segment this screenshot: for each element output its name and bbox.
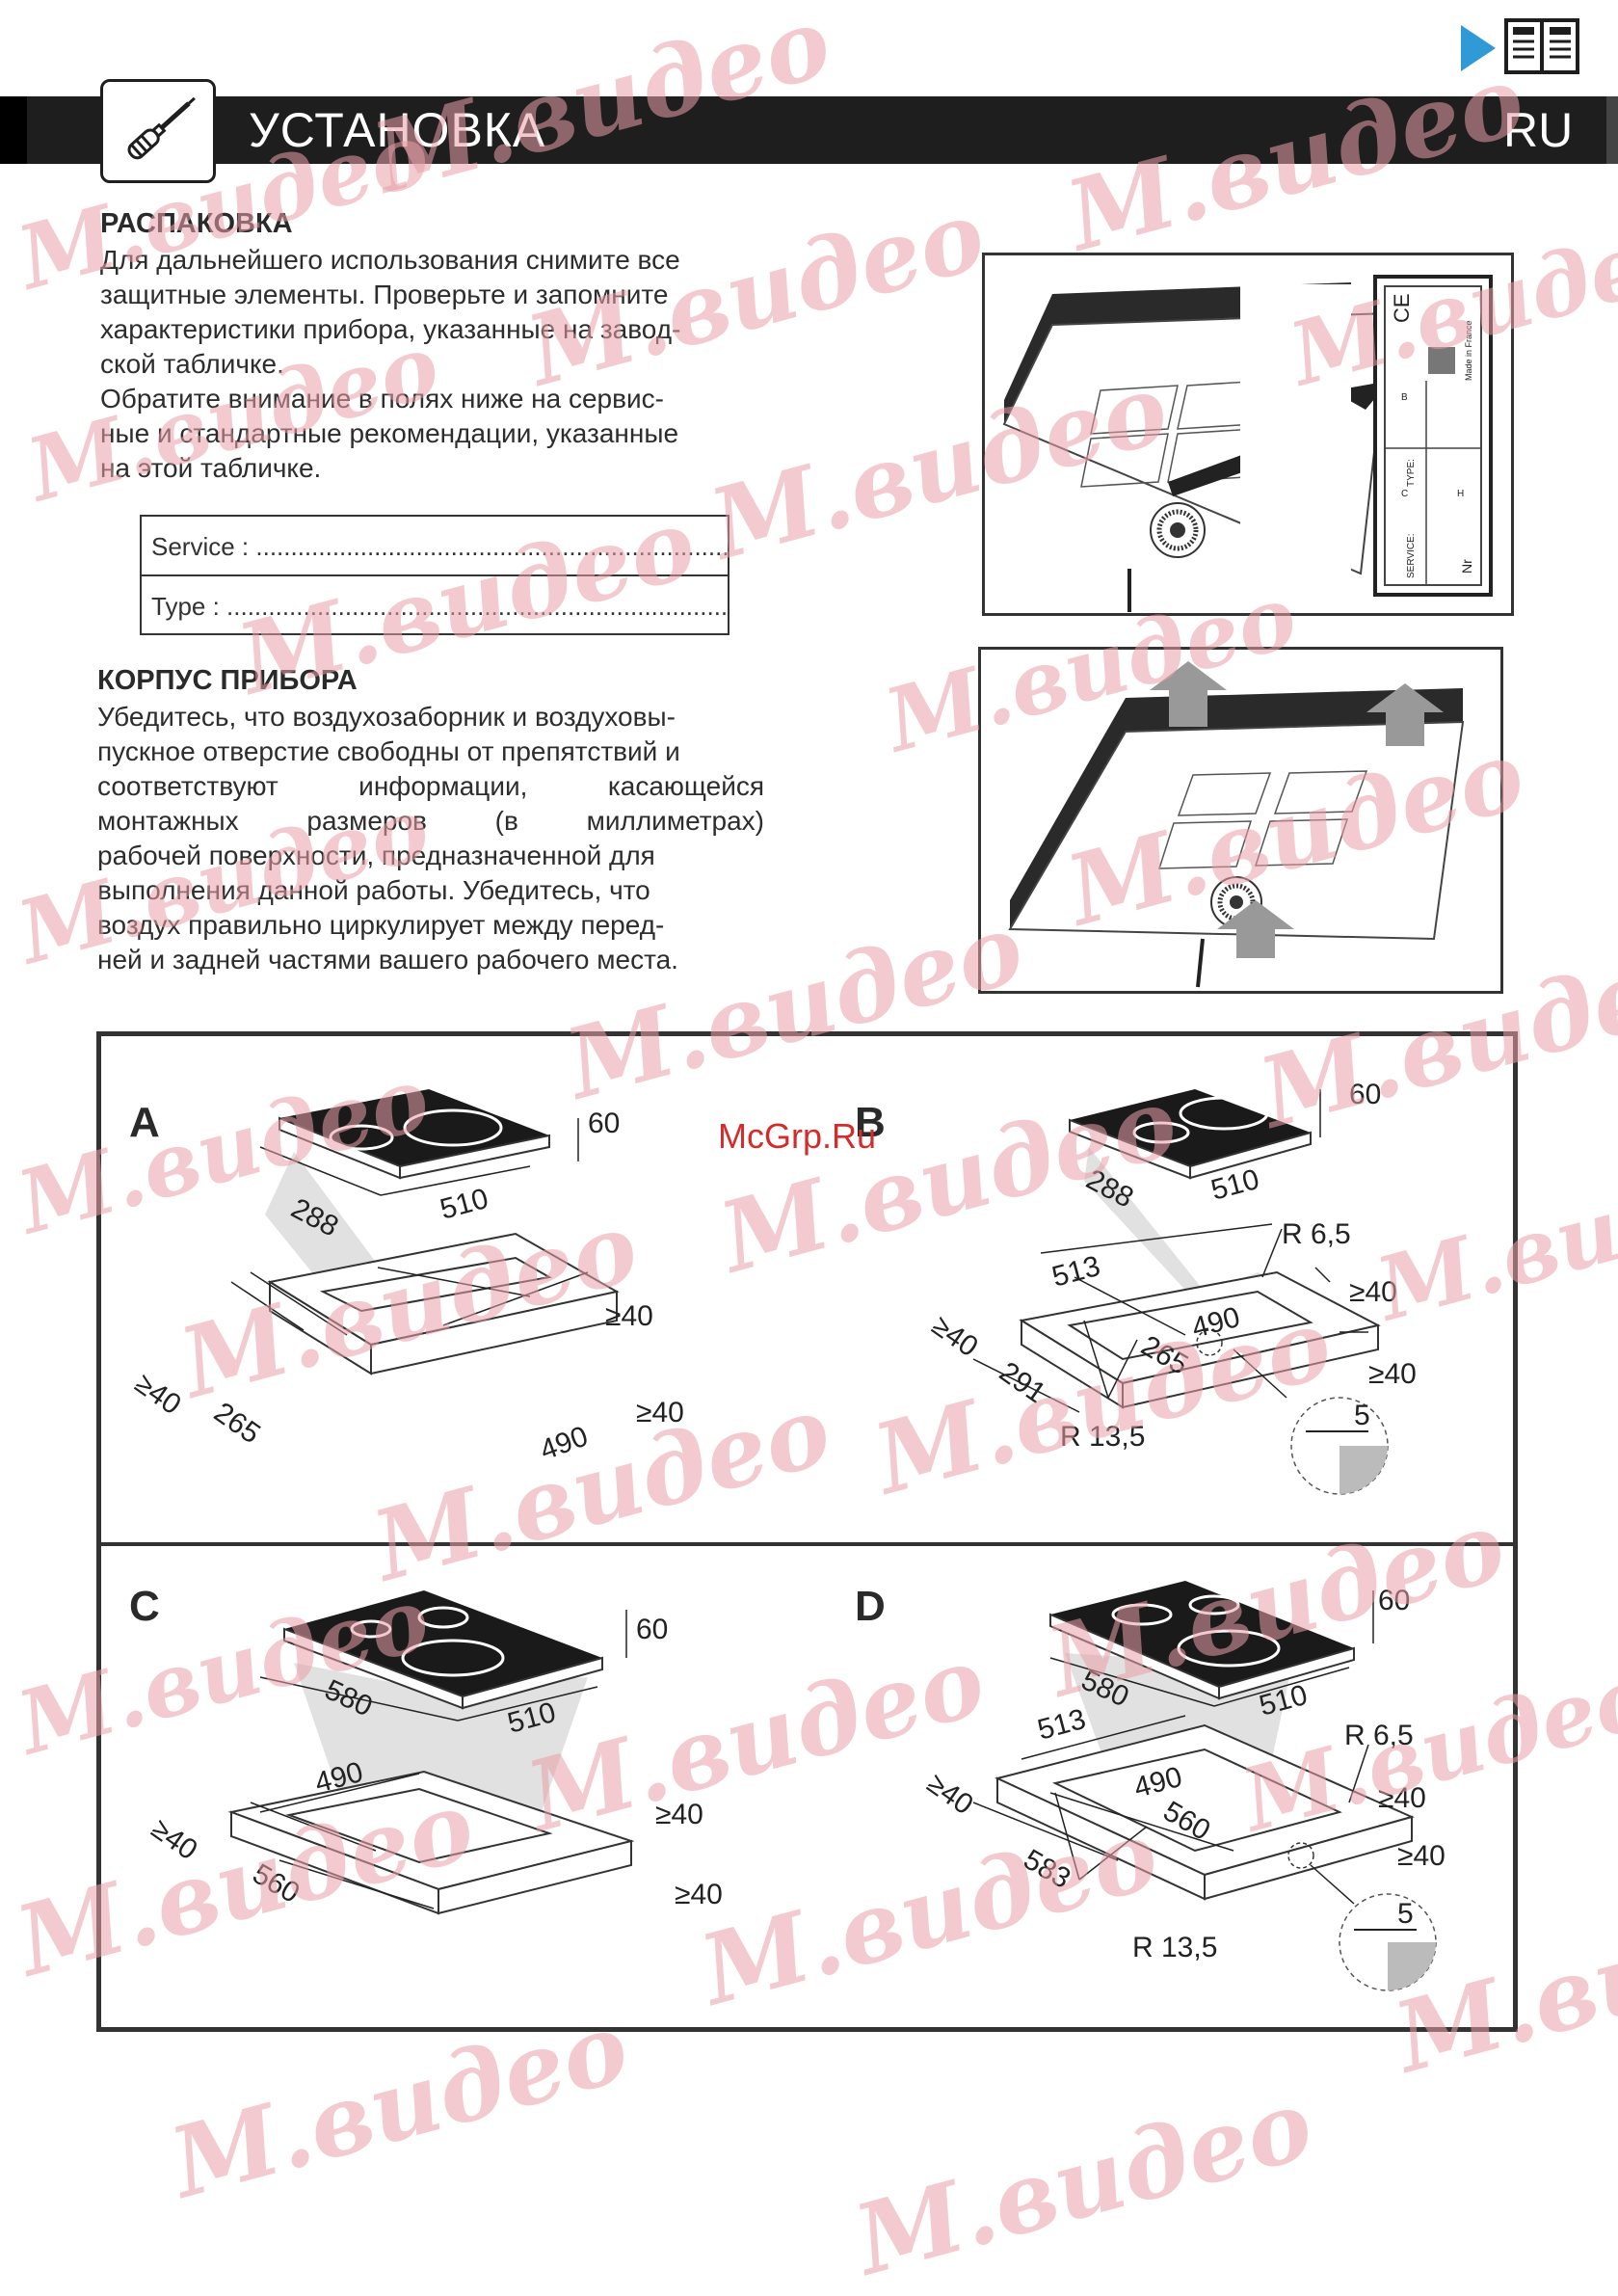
h-label: H [1457, 489, 1464, 499]
dim-40-right-bottom: ≥40 [1397, 1840, 1446, 1872]
dim-40-right-top: ≥40 [655, 1799, 703, 1830]
svg-text:М.видео: М.видео [3, 1768, 486, 1999]
page-title: УСТАНОВКА [249, 103, 546, 157]
installation-dimensions-frame [96, 1031, 1518, 2032]
housing-line: монтажных размеров (в миллиметрах) [97, 806, 764, 836]
manual-book-icon[interactable] [1503, 17, 1580, 75]
svg-text:М.видео: М.видео [872, 565, 1307, 773]
panel-a-diagram: 60 288 510 ≥40 ≥40 ≥40 265 490 [129, 1089, 684, 1467]
svg-text:М.видео: М.видео [697, 351, 1180, 582]
svg-text:М.видео: М.видео [687, 1797, 1170, 2028]
dim-40-right-bottom: ≥40 [1368, 1358, 1417, 1390]
screwdriver-icon [100, 79, 216, 183]
service-label: SERVICE: [1406, 534, 1417, 579]
panel-c-letter: C [129, 1583, 160, 1630]
dim-r6-5: R 6,5 [1282, 1218, 1351, 1250]
unpacking-line: Обратите внимание в полях ниже на сервис… [100, 384, 664, 414]
made-in-label: Made in France [1464, 320, 1473, 381]
svg-text:М.видео: М.видео [225, 486, 707, 717]
panel-d-diagram: 60 580 510 513 R 6,5 490 560 ≥40 ≥40 ≥40… [921, 1581, 1446, 1991]
dim-60: 60 [636, 1614, 668, 1645]
housing-title: КОРПУС ПРИБОРА [97, 665, 358, 696]
svg-text:М.видео: М.видео [514, 1623, 996, 1855]
service-field[interactable]: Service : ..............................… [142, 517, 728, 576]
site-mark: McGrp.Ru [718, 1116, 877, 1156]
header-bar [0, 96, 1618, 164]
dim-5: 5 [1397, 1898, 1414, 1930]
panel-b-letter: B [855, 1099, 886, 1146]
dim-60: 60 [1378, 1585, 1410, 1616]
svg-text:М.видео: М.видео [1053, 717, 1536, 948]
svg-text:М.видео: М.видео [1034, 1488, 1517, 1720]
housing-line: ней и задней частями вашего рабочего мес… [97, 945, 678, 974]
play-arrow-icon[interactable] [1457, 21, 1499, 75]
housing-line: воздух правильно циркулирует между перед… [97, 910, 665, 940]
svg-text:М.видео: М.видео [157, 1989, 640, 2221]
ce-mark: CE [1390, 293, 1414, 323]
svg-text:М.видео: М.видео [1246, 920, 1618, 1151]
panel-b-diagram: 60 288 510 513 R 6,5 ≥40 ≥40 490 265 ≥40… [926, 1079, 1417, 1495]
housing-line: Убедитесь, что воздухозаборник и воздухо… [97, 702, 676, 732]
svg-text:М.видео: М.видео [1277, 199, 1618, 407]
svg-text:М.видео: М.видео [5, 1567, 439, 1775]
svg-text:М.видео: М.видео [1053, 42, 1536, 274]
panel-c-diagram: 60 580 510 490 ≥40 ≥40 ≥40 560 [146, 1590, 723, 1915]
panel-d-letter: D [855, 1583, 886, 1630]
svg-text:М.видео: М.видео [5, 102, 439, 310]
svg-text:М.видео: М.видео [861, 1286, 1343, 1517]
dim-r13-5: R 13,5 [1060, 1421, 1145, 1453]
svg-text:М.видео: М.видео [1364, 1134, 1618, 1342]
unpacking-line: ской табличке. [100, 349, 284, 379]
dim-40-right-bottom: ≥40 [675, 1879, 723, 1910]
language-label: RU [1503, 103, 1574, 157]
unpacking-title: РАСПАКОВКА [100, 208, 293, 239]
unpacking-line: характеристики прибора, указанные на зав… [100, 314, 681, 344]
service-type-form: Service : ..............................… [140, 515, 729, 635]
unpacking-line: защитные элементы. Проверьте и запомните [100, 280, 669, 309]
housing-line: соответствуют информации, касающейся [97, 771, 764, 801]
svg-text:М.видео: М.видео [5, 1047, 439, 1255]
svg-text:М.видео: М.видео [706, 1064, 1189, 1295]
svg-text:М.видео: М.видео [552, 891, 1035, 1122]
nr-label: Nr [1459, 559, 1474, 574]
dim-40-right-bottom: ≥40 [636, 1397, 684, 1428]
dim-r13-5: R 13,5 [1132, 1932, 1217, 1963]
svg-text:М.видео: М.видео [1229, 1644, 1618, 1853]
svg-text:М.видео: М.видео [5, 777, 439, 985]
b-label: B [1401, 392, 1408, 403]
housing-line: выполнения данной работы. Убедитесь, что [97, 875, 650, 905]
dim-60: 60 [1349, 1079, 1381, 1110]
svg-text:М.видео: М.видео [841, 2067, 1324, 2296]
unpacking-line: Для дальнейшего использования снимите вс… [100, 245, 680, 275]
svg-text:М.видео: М.видео [1381, 1864, 1618, 2096]
svg-text:М.видео: М.видео [14, 314, 449, 522]
dim-5: 5 [1354, 1400, 1370, 1431]
frame-divider [96, 1542, 1518, 1546]
panel-a-letter: A [129, 1099, 160, 1146]
dim-60: 60 [588, 1108, 620, 1139]
c-label: C [1401, 489, 1408, 499]
housing-line: пускное отверстие свободны от препятстви… [97, 736, 680, 766]
svg-text:М.видео: М.видео [514, 177, 996, 409]
svg-text:М.видео: М.видео [359, 1373, 842, 1604]
unpacking-line: на этой табличке. [100, 453, 322, 483]
svg-text:М.видео: М.видео [167, 1189, 650, 1421]
dim-40-right-top: ≥40 [1349, 1276, 1397, 1308]
housing-line: рабочей поверхности, предназначенной для [97, 841, 655, 870]
dim-40-right-top: ≥40 [605, 1300, 653, 1332]
rating-plate-figure: CE Made in France TYPE: SERVICE: Nr B C … [982, 253, 1514, 616]
unpacking-line: ные и стандартные рекомендации, указанны… [100, 418, 679, 448]
type-label: TYPE: [1406, 459, 1417, 487]
dim-r6-5: R 6,5 [1344, 1720, 1414, 1751]
dim-40-right-top: ≥40 [1378, 1782, 1426, 1814]
type-field[interactable]: Type : .................................… [151, 592, 728, 621]
airflow-figure [978, 647, 1503, 994]
